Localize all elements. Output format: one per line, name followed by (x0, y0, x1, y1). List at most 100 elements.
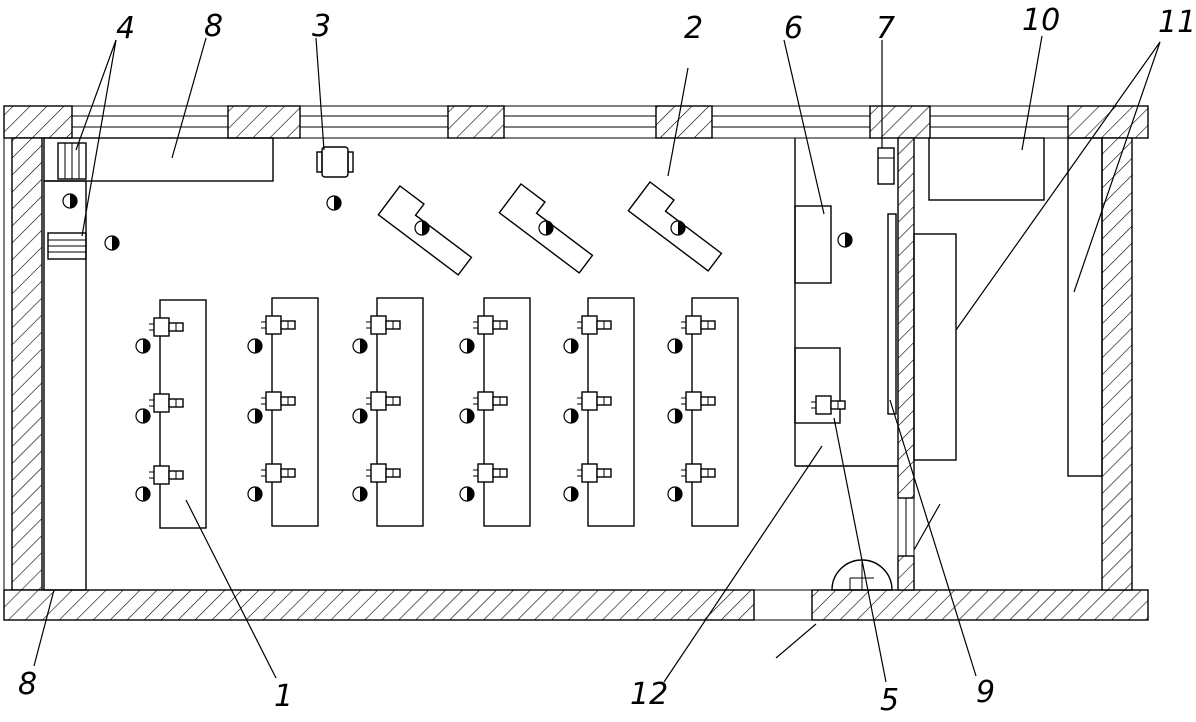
callout-8-bottom: 8 (18, 667, 37, 702)
board-9 (887, 213, 897, 415)
desk (691, 297, 739, 527)
callout-1: 1 (274, 679, 293, 714)
teacher-desk (794, 205, 832, 284)
computer-monitor-icon (473, 391, 508, 411)
desk-row (681, 297, 739, 527)
seat-icon (563, 338, 579, 354)
computer-monitor-icon (577, 391, 612, 411)
leader-lines (33, 35, 1161, 683)
seat-icon (135, 486, 151, 502)
callout-9: 9 (976, 675, 995, 710)
chair-icon (316, 146, 354, 178)
desk-rows (149, 297, 846, 529)
seat-icon (247, 338, 263, 354)
computer-monitor-icon (473, 315, 508, 335)
top-wall-pier-1 (227, 105, 301, 139)
seat-icon (563, 486, 579, 502)
seat-icon (135, 338, 151, 354)
computer-monitor-icon (473, 463, 508, 483)
callout-labels: 1 2 3 4 5 6 7 8 8 9 10 11 12 (18, 3, 1196, 718)
wall-device-7 (877, 147, 895, 185)
callout-10: 10 (1022, 3, 1060, 38)
desk (376, 297, 424, 527)
angled-table (627, 181, 723, 272)
desk-row (577, 297, 635, 527)
callout-7: 7 (876, 11, 895, 46)
desk (159, 299, 207, 529)
partition-wall-lower (897, 555, 915, 591)
computer-monitor-icon (681, 315, 716, 335)
seat-icon (837, 232, 853, 248)
seat-icon (667, 408, 683, 424)
seat-icon (670, 220, 686, 236)
desk (271, 297, 319, 527)
seat-icon (414, 220, 430, 236)
callout-12: 12 (630, 677, 668, 712)
computer-monitor-icon (149, 317, 184, 337)
callout-6: 6 (784, 11, 803, 46)
computer-monitor-icon (681, 391, 716, 411)
bottom-wall-left (3, 589, 755, 621)
seat-icon (667, 338, 683, 354)
computer-monitor-icon (261, 463, 296, 483)
walls (3, 105, 1149, 621)
cabinet-10 (928, 137, 1045, 201)
desk-row (473, 297, 531, 527)
seat-icon (563, 408, 579, 424)
desk (483, 297, 531, 527)
rack-11-left (913, 233, 957, 461)
computer-monitor-icon (261, 315, 296, 335)
counter-left (43, 180, 87, 591)
angled-tables (377, 181, 723, 276)
desk-row (149, 299, 207, 529)
cabinet-icon (47, 232, 87, 260)
bottom-wall-right (811, 589, 1149, 621)
rack-11-right (1067, 137, 1103, 477)
top-wall-pier-3 (655, 105, 713, 139)
top-wall-pier-2 (447, 105, 505, 139)
right-wall (1101, 137, 1133, 591)
seat-icon (247, 486, 263, 502)
desk-row (261, 297, 319, 527)
partition-door-opening (897, 497, 915, 557)
seat-icon (352, 486, 368, 502)
counter-top (43, 137, 274, 182)
desk (587, 297, 635, 527)
callout-5: 5 (880, 683, 899, 718)
equipment-zone (794, 138, 898, 467)
left-wall (11, 137, 43, 591)
computer-monitor-icon (261, 391, 296, 411)
seat-icon (104, 235, 120, 251)
angled-table (377, 185, 473, 276)
seat-icon (667, 486, 683, 502)
top-wall-pier-4 (869, 105, 931, 139)
computer-monitor-icon (366, 463, 401, 483)
door-swing-icon (831, 559, 893, 591)
seat-icon (352, 408, 368, 424)
entrance-opening (754, 589, 812, 621)
seat-icon (326, 195, 342, 211)
seat-icon (247, 408, 263, 424)
computer-monitor-icon (577, 463, 612, 483)
computer-monitor-icon (149, 465, 184, 485)
seat-icon (459, 486, 475, 502)
computer-monitor-icon (577, 315, 612, 335)
computer-monitor-icon (681, 463, 716, 483)
angled-table (498, 183, 594, 274)
seat-icon (62, 193, 78, 209)
desk-row (366, 297, 424, 527)
top-windows (71, 105, 1069, 139)
callout-8-top: 8 (204, 9, 223, 44)
computer-monitor-icon (149, 393, 184, 413)
partition-wall-upper (897, 137, 915, 499)
seat-icon (459, 408, 475, 424)
callout-2: 2 (684, 11, 703, 46)
callout-4: 4 (116, 11, 135, 46)
cabinet-icon (57, 142, 87, 180)
seat-icon (135, 408, 151, 424)
computer-monitor-icon (811, 395, 846, 415)
seat-icon (459, 338, 475, 354)
seats (62, 193, 853, 502)
callout-11: 11 (1158, 5, 1196, 40)
